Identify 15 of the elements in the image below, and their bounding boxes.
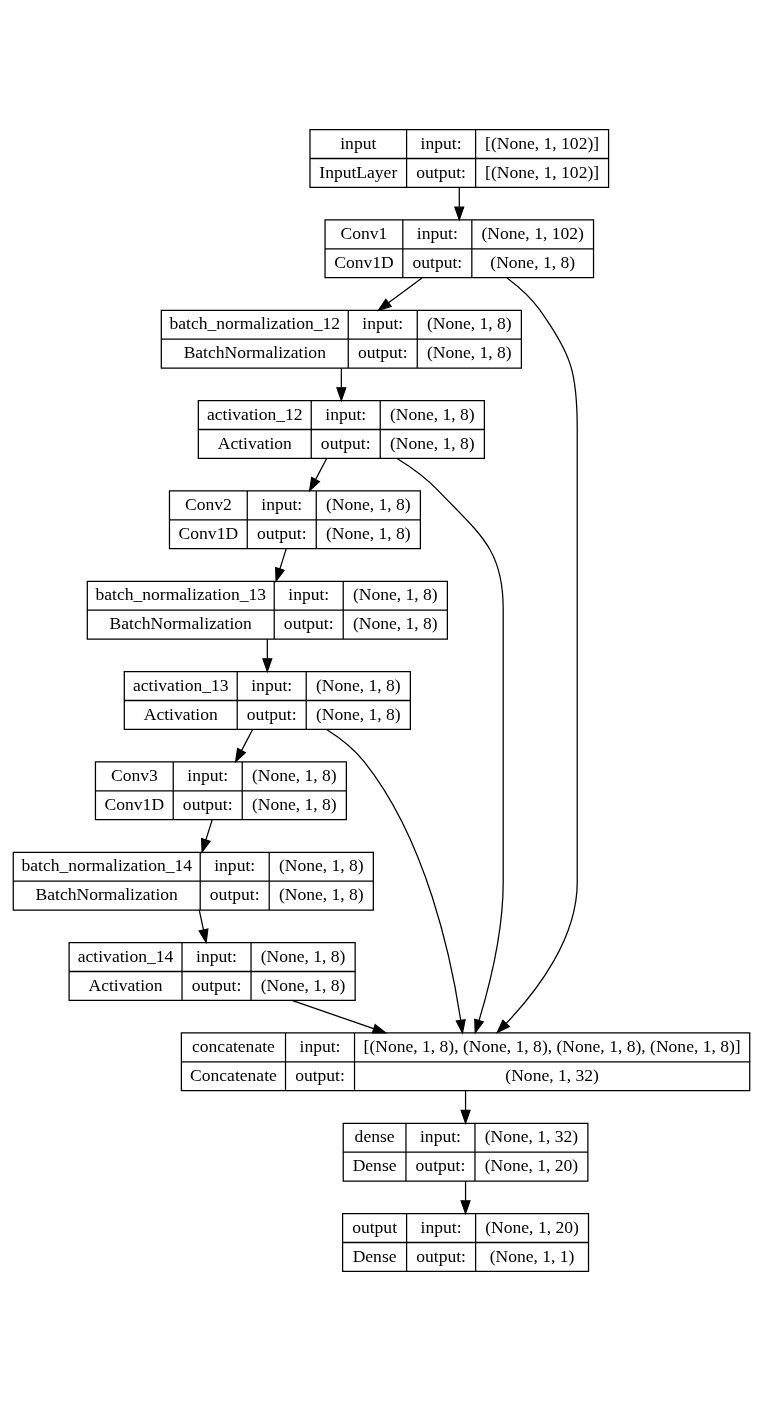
arrow: [460, 1090, 471, 1125]
arrow: [262, 638, 273, 674]
arrow: [234, 728, 254, 764]
arrow: [291, 999, 388, 1034]
arrow: [308, 457, 328, 493]
arrow: [495, 277, 578, 1034]
arrow: [396, 457, 504, 1035]
arrow: [325, 728, 466, 1035]
arrow: [376, 277, 423, 312]
arrow: [201, 819, 213, 854]
arrow: [460, 1180, 471, 1216]
arrow: [198, 909, 209, 945]
arrow: [275, 548, 287, 583]
arrow: [336, 367, 347, 403]
arrow: [454, 186, 465, 222]
